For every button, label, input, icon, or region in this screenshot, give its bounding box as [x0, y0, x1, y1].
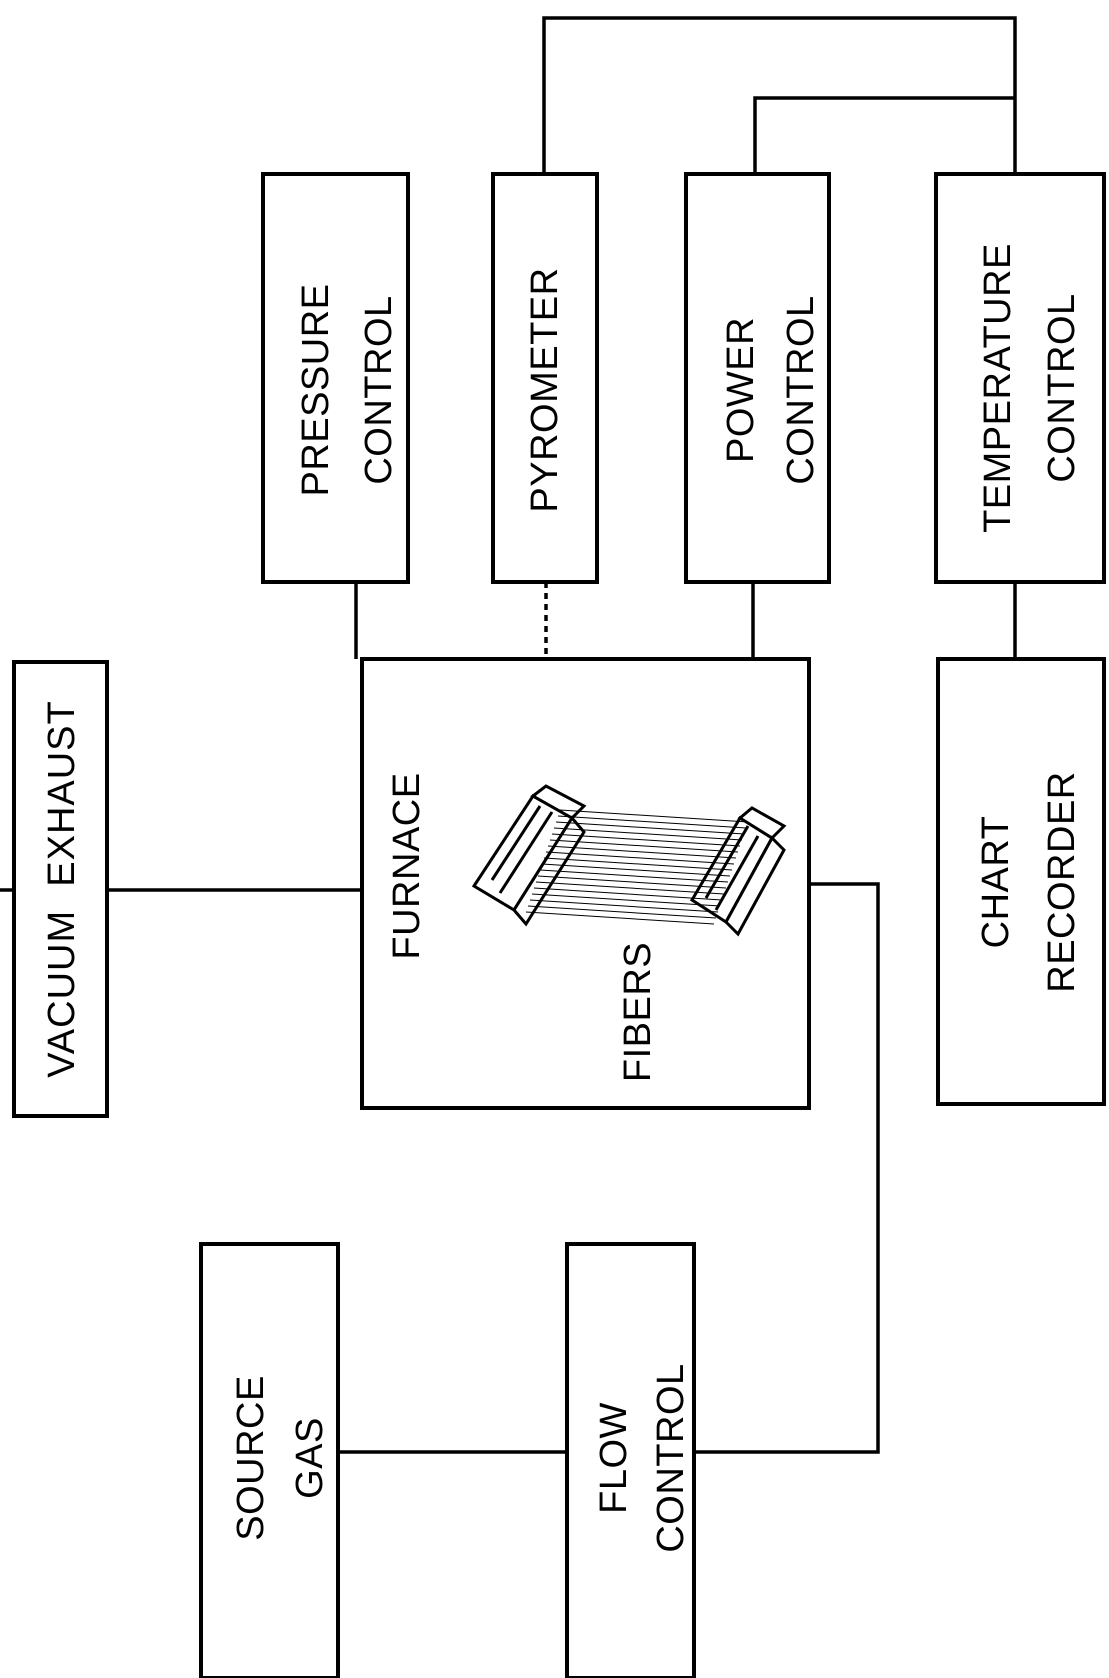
temperature-control-label-line2: CONTROL [1041, 293, 1083, 482]
vacuum-exhaust-box: VACUUM EXHAUST [12, 660, 109, 1118]
pressure-control-label-line1: PRESSURE [295, 283, 337, 496]
flow-control-label-line2: CONTROL [650, 1363, 692, 1552]
flow-control-box: FLOW CONTROL [565, 1242, 696, 1678]
flow-control-label-line1: FLOW [593, 1402, 635, 1514]
fibers-label: FIBERS [617, 942, 659, 1082]
connection-lines [0, 16, 1017, 1454]
source-gas-label-line1: SOURCE [230, 1375, 272, 1541]
temperature-control-box: TEMPERATURE CONTROL [934, 172, 1106, 584]
flow-furnace-line [694, 882, 880, 1454]
power-temperature-line [753, 96, 1015, 172]
chart-recorder-label-line2: RECORDER [1041, 771, 1083, 992]
fibers-illustration [471, 784, 787, 937]
pyrometer-label: PYROMETER [524, 267, 566, 512]
chart-recorder-label-line1: CHART [975, 816, 1017, 949]
furnace-box: FURNACE FIBERS [360, 657, 811, 1110]
fiber-strands [525, 809, 749, 925]
temperature-control-label-line1: TEMPERATURE [977, 243, 1019, 533]
pressure-control-box: PRESSURE CONTROL [261, 172, 410, 584]
power-control-label-line2: CONTROL [780, 295, 822, 484]
vacuum-exhaust-label: VACUUM EXHAUST [41, 700, 83, 1077]
power-control-label-line1: POWER [720, 317, 762, 463]
pressure-control-label-line2: CONTROL [358, 295, 400, 484]
chart-recorder-box: CHART RECORDER [936, 657, 1106, 1106]
furnace-label: FURNACE [386, 772, 428, 959]
pyrometer-box: PYROMETER [491, 172, 599, 584]
pyrometer-temperature-line [542, 16, 1017, 174]
power-control-box: POWER CONTROL [684, 172, 831, 584]
source-gas-box: SOURCE GAS [199, 1242, 340, 1678]
source-gas-label-line2: GAS [289, 1417, 331, 1499]
